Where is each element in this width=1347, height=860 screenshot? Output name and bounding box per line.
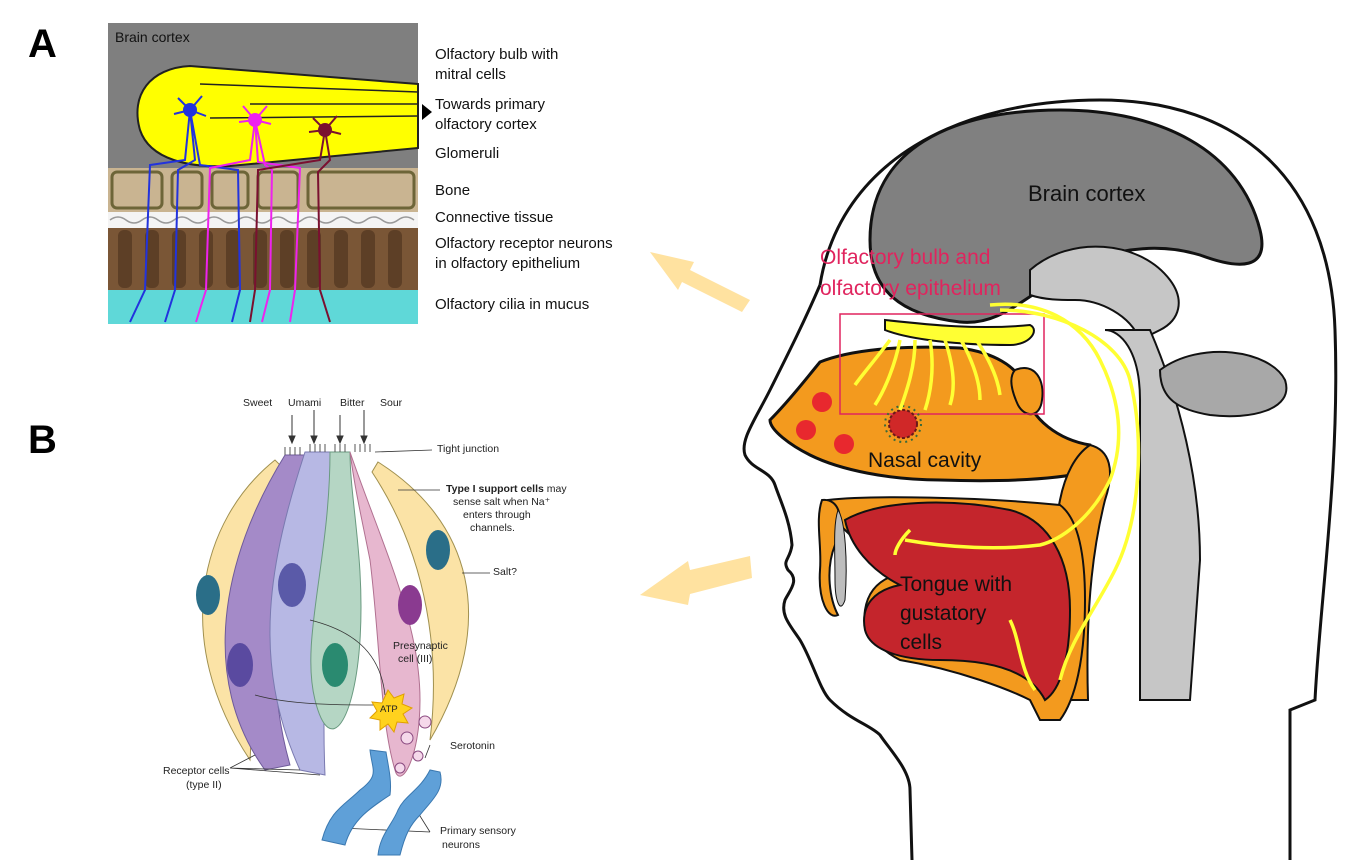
label-primary-neurons-1: Primary sensory <box>440 825 516 837</box>
label-receptor-cells-2: (type II) <box>186 779 222 791</box>
connective-tissue <box>108 212 418 228</box>
label-type1-line4: channels. <box>470 522 515 534</box>
taste-sweet: Sweet <box>243 397 273 409</box>
label-connective-tissue: Connective tissue <box>435 209 554 226</box>
label-salt: Salt? <box>493 566 517 578</box>
arrow-to-panel-a <box>650 252 750 312</box>
sensory-neuron-1 <box>321 749 391 846</box>
brain-cortex <box>868 108 1264 324</box>
label-serotonin: Serotonin <box>450 740 495 752</box>
arrow-to-panel-b <box>640 556 752 605</box>
head-nasal-cavity: Nasal cavity <box>868 449 982 472</box>
label-receptor-neurons-1: Olfactory receptor neurons <box>435 235 613 252</box>
atp-burst <box>368 689 414 734</box>
panel-b-letter: B <box>28 418 57 462</box>
label-receptor-neurons-2: in olfactory epithelium <box>435 255 581 272</box>
pointer-triangle <box>422 104 432 120</box>
head-brain-cortex: Brain cortex <box>1028 181 1146 206</box>
label-presynaptic-1: Presynaptic <box>393 640 448 652</box>
head-bulb-line2: olfactory epithelium <box>820 277 1001 300</box>
label-cilia: Olfactory cilia in mucus <box>435 296 590 313</box>
head-bulb-line1: Olfactory bulb and <box>820 246 991 269</box>
mitral-cells <box>173 95 342 137</box>
nerves <box>853 302 1141 692</box>
label-olfactory-bulb-1: Olfactory bulb with <box>435 46 559 63</box>
sensory-neuron-2 <box>377 769 442 856</box>
bone-band <box>108 168 418 212</box>
label-glomeruli: Glomeruli <box>435 145 500 162</box>
taste-sour: Sour <box>380 397 403 409</box>
label-type1-line2: sense salt when Na⁺ <box>453 496 551 508</box>
label-olfactory-bulb-2: mitral cells <box>435 66 506 83</box>
label-receptor-cells-1: Receptor cells <box>163 765 230 777</box>
bulb-highlight-box <box>839 313 1045 415</box>
label-tight-junction: Tight junction <box>437 443 500 455</box>
label-presynaptic-2: cell (III) <box>398 653 433 665</box>
head-tongue-line1: Tongue with <box>900 573 1013 596</box>
head-tongue-line2: gustatory <box>900 602 987 625</box>
head-tongue-line3: cells <box>900 631 943 654</box>
panel-a-letter: A <box>28 22 57 66</box>
taste-umami: Umami <box>288 397 322 409</box>
olfactory-bulb-head <box>884 318 1035 347</box>
label-primary-neurons-2: neurons <box>442 839 480 851</box>
label-type1-support: Type I support cells may <box>446 483 567 495</box>
label-bone: Bone <box>435 182 471 199</box>
label-towards-cortex-2: olfactory cortex <box>435 116 537 133</box>
taste-bitter: Bitter <box>340 397 365 409</box>
label-towards-cortex-1: Towards primary <box>435 96 546 113</box>
inset-title-brain-cortex: Brain cortex <box>115 29 190 45</box>
support-cell-right <box>371 461 470 741</box>
label-type1-line3: enters through <box>463 509 531 521</box>
label-atp: ATP <box>380 704 398 715</box>
